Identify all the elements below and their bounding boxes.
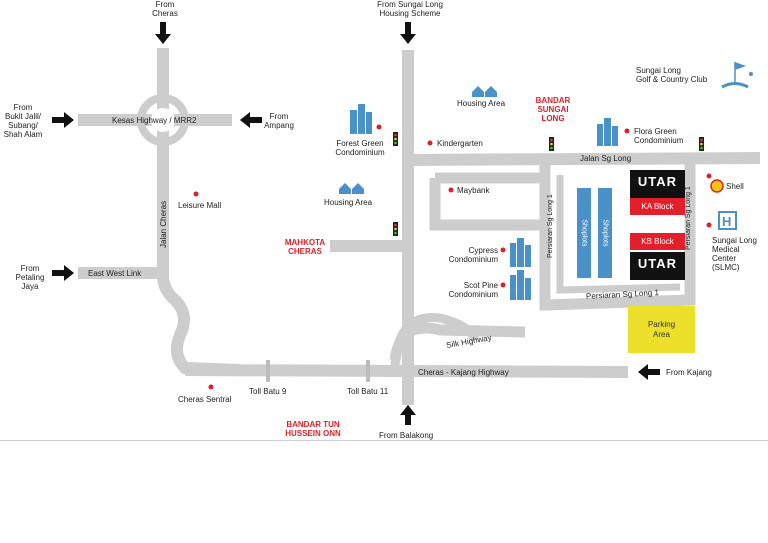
label-kesas: Kesas Highway / MRR2 [112,116,197,125]
arrow-from-bukit-jalil [52,112,74,128]
road-persiaran-inner [556,175,681,294]
label-from-balakong: From Balakong [379,431,434,440]
label-mahkota-cheras: MAHKOTA CHERAS [284,238,326,256]
label-forest-green: Forest Green Condominium [335,139,385,157]
dot-shell [706,173,712,179]
dot-flora-green [624,128,630,134]
arrow-from-sungai-long [400,22,416,44]
label-from-petaling-jaya: From Petaling Jaya [15,264,45,291]
shoplots-block-1: Shoplots [577,188,591,278]
label-scot-pine: Scot Pine Condominium [448,281,498,299]
house-icon-housing-1 [472,86,497,97]
label-bandar-sungai-long: BANDAR SUNGAI LONG [535,96,571,123]
dot-cheras-sentral [208,384,214,390]
shoplots-block-2: Shoplots [598,188,612,278]
road-cheras-kajang [184,364,629,378]
arrow-from-balakong [400,405,416,425]
label-cheras-sentral: Cheras Sentral [178,395,232,404]
ka-block[interactable]: KA Block [630,198,685,215]
road-jalan-cheras [157,48,241,376]
dot-leisure-mall [193,191,199,197]
hospital-icon [718,211,737,230]
label-toll-9: Toll Batu 9 [249,387,287,396]
building-icon-forest-green [350,104,372,134]
road-persiaran-1 [539,160,696,311]
toll-bar-9 [266,360,270,382]
label-from-kajang: From Kajang [666,368,712,377]
road-silk-loop [390,312,480,373]
label-shell: Shell [726,182,744,191]
arrow-from-kajang [638,364,660,380]
location-map: H Shoplots Shoplots UTAR KA Block KB Blo… [0,0,768,441]
label-jalan-cheras: Jalan Cheras [159,200,168,248]
label-cypress: Cypress Condominium [448,246,498,264]
arrow-from-ampang [240,112,262,128]
road-maybank-loop [429,172,540,231]
building-icon-scot-pine [510,270,531,300]
label-east-west-link: East West Link [88,269,142,278]
house-icon-housing-2 [339,183,364,194]
label-from-sungai-long: From Sungai Long Housing Scheme [377,0,443,18]
label-housing-area-1: Housing Area [457,99,506,108]
dot-scot-pine [500,282,506,288]
label-persiaran-1a: Persiaran Sg Long 1 [547,194,554,258]
label-cheras-kajang: Cheras - Kajang Highway [418,368,509,377]
building-icon-flora-green [597,118,618,146]
parking-area[interactable]: Parking Area [628,306,695,353]
roundabout [137,94,189,146]
road-network: H [52,22,761,425]
label-housing-area-2: Housing Area [324,198,373,207]
road-jalan-sg-long [407,152,761,166]
shell-icon [710,179,724,193]
label-kindergarten: Kindergarten [437,139,483,148]
label-persiaran-1b: Persiaran Sg Long 1 [685,186,692,250]
arrow-from-petaling [52,265,74,281]
utar-logo-top: UTAR [630,170,685,198]
label-maybank: Maybank [457,186,490,195]
label-from-ampang: From Ampang [264,112,294,130]
arrow-from-cheras [155,22,171,44]
kb-block[interactable]: KB Block [630,233,685,250]
building-icon-cypress [510,238,531,267]
utar-logo-bottom: UTAR [630,252,685,280]
label-jalan-sg-long: Jalan Sg Long [580,154,632,163]
golf-icon [721,62,753,89]
label-slmc: Sungai Long Medical Center (SLMC) [712,236,757,272]
dot-cypress [500,247,506,253]
label-from-bukit-jalil: From Bukit Jalil/ Subang/ Shah Alam [3,103,43,139]
label-toll-11: Toll Batu 11 [347,387,389,396]
dot-maybank [448,187,454,193]
label-flora-green: Flora Green Condominium [634,127,684,145]
label-golf-club: Sungai Long Golf & Country Club [636,66,708,84]
dot-forest-green [376,124,382,130]
dot-kindergarten [427,140,433,146]
label-bandar-tun-hussein-onn: BANDAR TUN HUSSEIN ONN [285,420,341,438]
svg-text:H: H [722,214,731,229]
toll-bar-11 [366,360,370,382]
label-from-cheras: From Cheras [152,0,178,18]
label-leisure-mall: Leisure Mall [178,201,222,210]
dot-slmc [706,222,712,228]
